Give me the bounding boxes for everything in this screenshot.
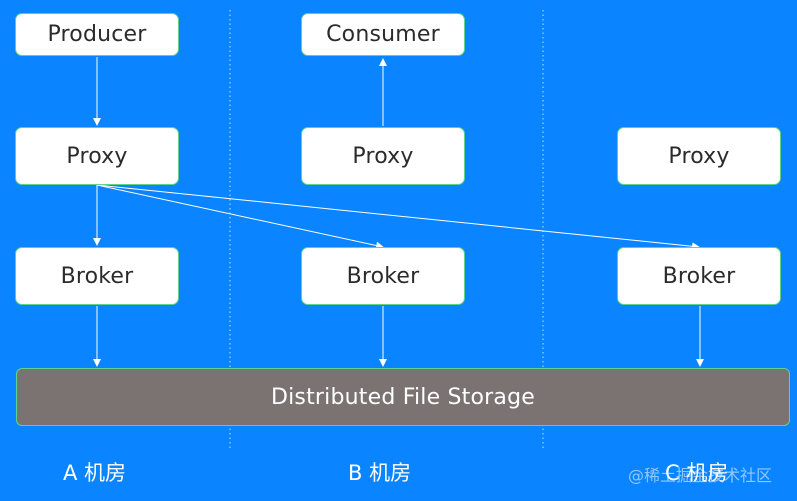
broker-node-c: Broker — [617, 247, 781, 305]
room-label-b: B 机房 — [348, 461, 412, 485]
broker-node-a: Broker — [15, 247, 179, 305]
distributed-file-storage: Distributed File Storage — [16, 368, 790, 426]
proxy-node-c: Proxy — [617, 127, 781, 185]
arrow-proxy-a-to-broker-c — [96, 184, 700, 251]
consumer-node: Consumer — [301, 13, 465, 56]
arrow-proxy-a-to-broker-b — [96, 184, 384, 250]
proxy-node-a: Proxy — [15, 127, 179, 185]
broker-node-b: Broker — [301, 247, 465, 305]
producer-node: Producer — [15, 13, 179, 56]
watermark: @稀土掘金技术社区 — [628, 466, 773, 485]
room-label-a: A 机房 — [63, 461, 127, 485]
room-label-c: C 机房 — [665, 461, 729, 485]
proxy-node-b: Proxy — [301, 127, 465, 185]
